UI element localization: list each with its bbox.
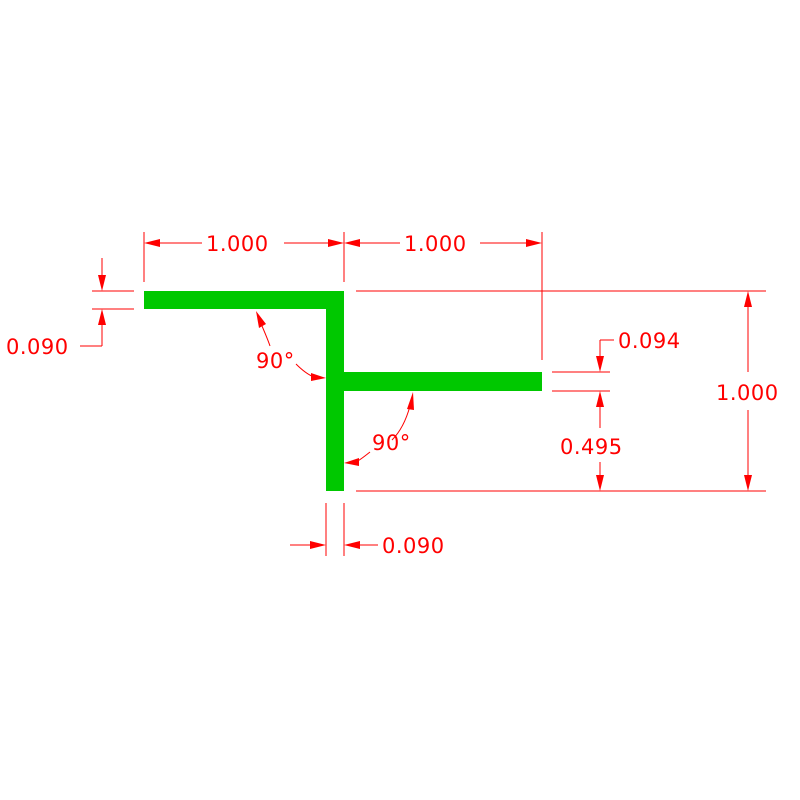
upper-angle-dimension: 90° bbox=[256, 311, 326, 381]
dim-web-thickness: 0.090 bbox=[382, 534, 445, 558]
dim-top-left-width: 1.000 bbox=[206, 232, 269, 256]
dim-flange-height: 0.495 bbox=[560, 435, 623, 459]
web-thickness-dimension: 0.090 bbox=[290, 503, 445, 558]
profile-shape bbox=[144, 291, 542, 491]
vertical-web bbox=[326, 291, 344, 491]
lower-angle-dimension: 90° bbox=[344, 392, 414, 466]
top-width-dimensions: 1.000 1.000 bbox=[143, 232, 543, 360]
angle-upper: 90° bbox=[256, 349, 295, 373]
left-thickness-dimension: 0.090 bbox=[6, 258, 134, 359]
angle-lower: 90° bbox=[372, 431, 411, 455]
right-dimensions: 0.094 0.495 1.000 bbox=[356, 290, 779, 492]
middle-flange bbox=[344, 372, 542, 391]
dim-flange-thickness: 0.094 bbox=[618, 329, 681, 353]
dim-overall-height: 1.000 bbox=[716, 381, 779, 405]
dim-top-right-width: 1.000 bbox=[404, 232, 467, 256]
top-flange bbox=[144, 291, 344, 309]
dim-left-thickness: 0.090 bbox=[6, 335, 69, 359]
